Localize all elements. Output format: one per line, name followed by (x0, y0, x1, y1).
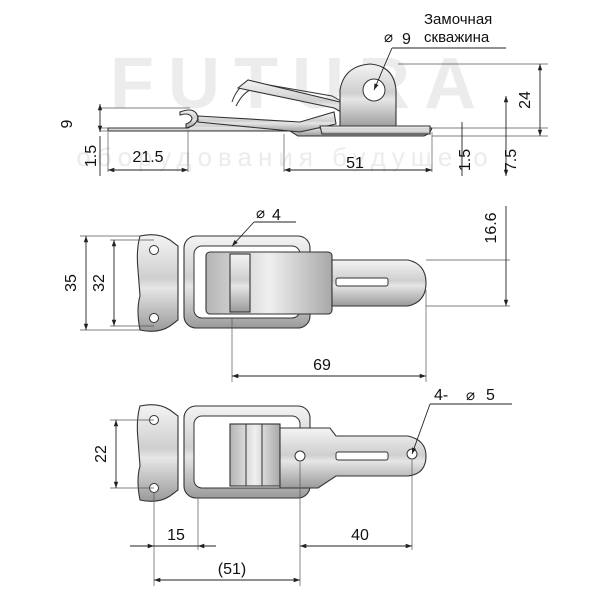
keyhole-diameter-symbol: ⌀ (384, 29, 393, 46)
top-lever (205, 251, 333, 315)
watermark-tagline: оборудования будущего (76, 142, 493, 172)
watermark-brand: FUTURA (110, 44, 490, 124)
dim-side-7-5: 7.5 (503, 149, 520, 171)
holes-diameter-symbol: ⌀ (466, 387, 475, 404)
holes-diameter: 5 (486, 387, 495, 404)
dim-top-69: 69 (313, 357, 331, 374)
dim-side-24: 24 (517, 91, 534, 109)
bottom-hook-slot (335, 451, 389, 461)
top-ear-plate (136, 234, 179, 332)
bottom-view (136, 404, 427, 502)
top-ear-hole-lower (149, 313, 159, 323)
top-ear-hole-upper (149, 245, 159, 255)
dim-top-35: 35 (63, 274, 80, 292)
wire-diameter: 4 (272, 207, 281, 224)
dim-bottom-51: (51) (218, 561, 246, 578)
bottom-lever-grip (229, 423, 281, 487)
wire-diameter-symbol: ⌀ (256, 205, 265, 222)
keyhole-label-line1: Замочная (424, 11, 492, 28)
keyhole-label-line2: скважина (424, 29, 490, 46)
dim-top-32: 32 (91, 274, 108, 292)
bottom-ear-plate (136, 404, 179, 502)
side-view-dimensions: 9 1.5 21.5 51 1.5 7.5 24 ⌀ 9 Замочная ск… (59, 11, 548, 176)
watermark: FUTURA оборудования будущего (76, 44, 493, 172)
side-view (107, 63, 433, 137)
dim-side-51: 51 (346, 155, 364, 172)
dim-side-21-5: 21.5 (132, 149, 163, 166)
side-right-plate (319, 125, 431, 135)
dim-side-9: 9 (59, 119, 76, 128)
top-hook-slot (335, 277, 389, 287)
dim-bottom-40: 40 (351, 527, 369, 544)
dim-side-1-5-left: 1.5 (83, 145, 100, 167)
bottom-rivet-left (294, 450, 306, 462)
top-lever-grip (229, 253, 251, 313)
top-view-dimensions: 35 32 16.6 69 ⌀ 4 (63, 205, 510, 382)
dim-bottom-22: 22 (93, 445, 110, 463)
dim-top-16-6: 16.6 (483, 212, 500, 243)
dim-bottom-15: 15 (167, 527, 185, 544)
top-view (136, 234, 427, 332)
bottom-view-dimensions: 22 15 40 (51) 4- ⌀ 5 (93, 387, 512, 586)
dim-side-1-5-right: 1.5 (457, 149, 474, 171)
side-lever (197, 111, 337, 133)
holes-count: 4- (434, 387, 448, 404)
keyhole-diameter: 9 (402, 31, 411, 48)
side-hook-tip (179, 109, 199, 129)
